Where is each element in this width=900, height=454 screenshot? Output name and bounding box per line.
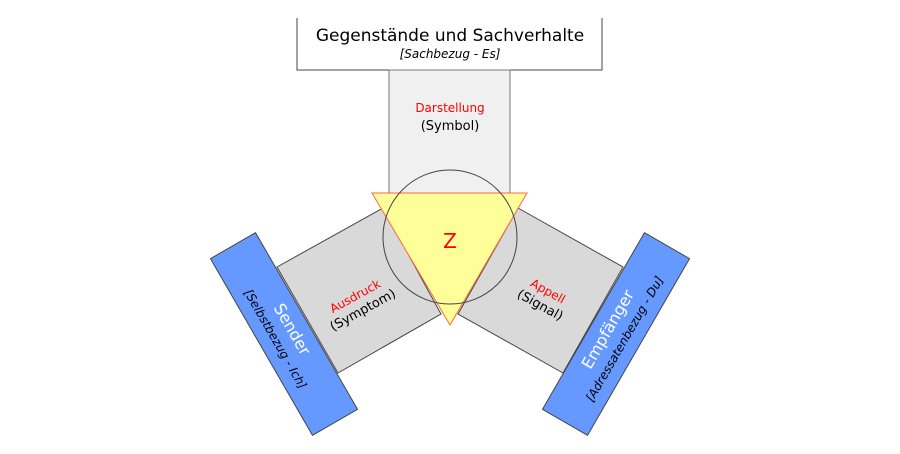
ausdruck-band: Ausdruck (Symptom) (276, 207, 442, 374)
sign-triangle (371, 192, 528, 326)
center-label: Z (443, 229, 457, 253)
phenomenon-circle (382, 169, 518, 305)
top-box: Gegenstände und Sachverhalte [Sachbezug … (296, 18, 603, 71)
darstellung-sub: (Symbol) (421, 119, 480, 134)
darstellung-band: Darstellung (Symbol) (388, 69, 511, 211)
top-box-subtitle: [Sachbezug - Es] (400, 47, 501, 61)
top-box-title: Gegenstände und Sachverhalte (316, 26, 584, 46)
darstellung-label: Darstellung (415, 101, 484, 115)
